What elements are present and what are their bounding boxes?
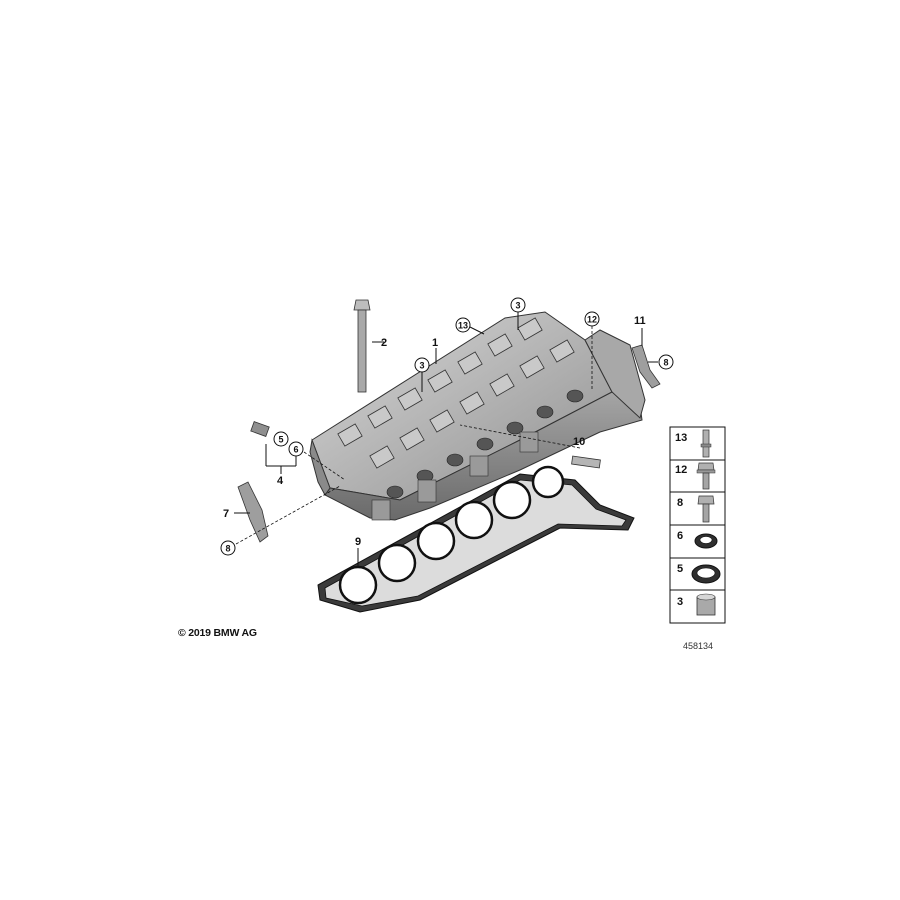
callout-circle-8a	[658, 354, 674, 370]
callout-circle-3a	[414, 357, 430, 373]
callout-8a: 8	[663, 358, 668, 368]
callouts: 2 1 3 3 13 12 11 8 10 5 6 4 7 8 9	[220, 297, 674, 556]
oring-small-icon	[694, 533, 718, 549]
callout-7: 7	[223, 508, 229, 520]
callout-3a: 3	[419, 361, 424, 371]
bracket-part-7	[237, 481, 269, 543]
callout-circle-8b	[220, 540, 236, 556]
callout-12: 12	[587, 315, 597, 325]
callout-circle-13	[455, 317, 471, 333]
legend-5: 5	[677, 563, 683, 575]
copyright-text: © 2019 BMW AG	[178, 627, 257, 639]
sleeve-icon	[696, 593, 716, 616]
callout-13: 13	[458, 321, 468, 331]
callout-circle-3b	[510, 297, 526, 313]
diagram-number: 458134	[683, 641, 714, 651]
sensor-part-10	[571, 455, 601, 469]
parts-legend: 13 12 8 6 5 3	[669, 426, 726, 624]
legend-12: 12	[675, 464, 687, 476]
head-gasket	[317, 465, 635, 613]
sensor-part-4	[250, 421, 270, 437]
leader-lines	[234, 312, 658, 568]
callout-2: 2	[381, 337, 387, 349]
legend-3: 3	[677, 596, 683, 608]
cylinder-head-bolt	[353, 299, 371, 393]
legend-13: 13	[675, 432, 687, 444]
callout-circle-6	[288, 441, 304, 457]
callout-3b: 3	[515, 301, 520, 311]
callout-circle-12	[584, 311, 600, 327]
callout-4: 4	[277, 475, 284, 487]
callout-9: 9	[355, 536, 361, 548]
flange-bolt-icon	[696, 462, 716, 490]
legend-8: 8	[677, 497, 683, 509]
callout-10: 10	[573, 436, 585, 448]
callout-circle-5	[273, 431, 289, 447]
callout-5: 5	[278, 435, 283, 445]
cylinder-head	[309, 311, 646, 521]
seal-ring-icon	[691, 564, 721, 584]
callout-1: 1	[432, 337, 438, 349]
stud-icon	[700, 429, 712, 458]
bolt-icon	[697, 495, 715, 523]
callout-6: 6	[293, 445, 298, 455]
callout-11: 11	[634, 315, 646, 327]
legend-6: 6	[677, 530, 683, 542]
callout-8b: 8	[225, 544, 230, 554]
